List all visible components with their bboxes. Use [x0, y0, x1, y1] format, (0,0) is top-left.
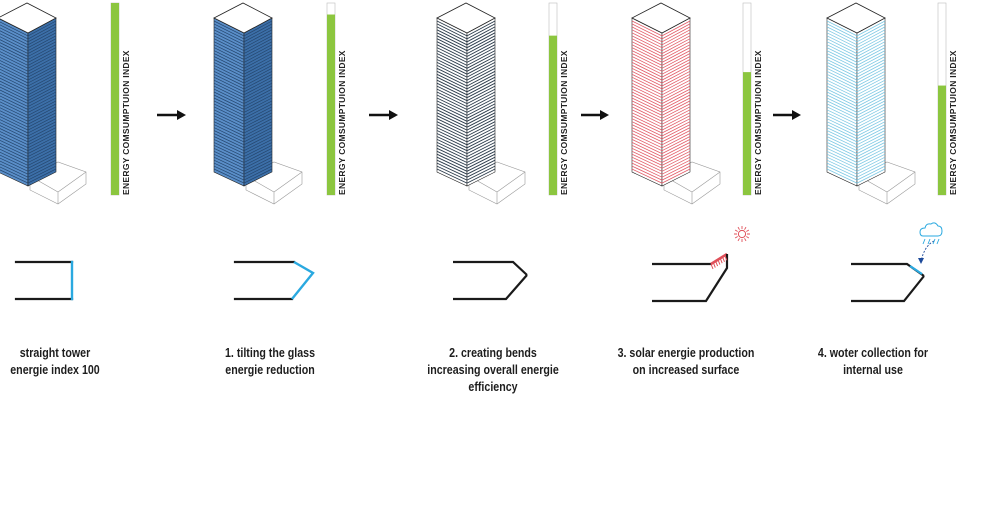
caption-line: internal use: [843, 362, 903, 377]
caption-creating-bends: 2. creating bends increasing overall ene…: [419, 344, 567, 395]
arrow-right-icon: [157, 110, 186, 120]
energy-bar-fill: [938, 85, 946, 195]
energy-index-label: ENERGY COMSUMPTUION INDEX: [753, 50, 763, 195]
caption-line: straight tower: [19, 345, 91, 360]
water-flow-head: [918, 258, 924, 264]
caption-solar-production: 3. solar energie production on increased…: [612, 344, 760, 378]
arrow-head: [177, 110, 186, 120]
tower-roof: [0, 2, 57, 34]
podium-edges: [29, 171, 87, 204]
caption-line: on increased surface: [632, 362, 740, 377]
arrows-row: [157, 110, 801, 120]
caption-line: 4. woter collection for: [817, 345, 929, 360]
rain-cloud-icon: [919, 222, 943, 245]
section-straight: [14, 260, 74, 301]
energy-index-label: ENERGY COMSUMPTUION INDEX: [121, 50, 131, 195]
section-solar: [652, 226, 750, 303]
solar-panel: [710, 252, 728, 266]
tower-roof: [436, 2, 496, 34]
section-tilted-glass: [233, 260, 315, 301]
caption-straight-tower: straight tower energie index 100: [0, 344, 129, 378]
caption-water-collection: 4. woter collection for internal use: [799, 344, 947, 378]
floor-lines-right: [661, 20, 691, 184]
section-bottom-slab: [453, 274, 528, 301]
tower-roof: [826, 2, 886, 34]
tower-group: ENERGY COMSUMPTUION INDEX: [826, 2, 958, 205]
arrow-head: [389, 110, 398, 120]
arrow-right-icon: [369, 110, 398, 120]
section-top-slab: [453, 260, 528, 276]
floor-lines-left: [213, 20, 245, 184]
energy-index-label: ENERGY COMSUMPTUION INDEX: [948, 50, 958, 195]
floor-lines-left: [436, 20, 468, 184]
floor-lines-left: [826, 20, 858, 184]
energy-index-label: ENERGY COMSUMPTUION INDEX: [337, 50, 347, 195]
podium-edges: [468, 171, 526, 204]
floor-lines-right: [27, 20, 57, 184]
sun-rays: [734, 226, 750, 242]
energy-bar-fill: [111, 3, 119, 195]
energy-index-label: ENERGY COMSUMPTUION INDEX: [559, 50, 569, 195]
energy-bar-fill: [743, 72, 751, 195]
arrow-right-icon: [581, 110, 609, 120]
section-bent: [453, 260, 528, 301]
tower-group: ENERGY COMSUMPTUION INDEX: [213, 2, 347, 205]
floor-lines-right: [243, 20, 273, 184]
solar-hatch: [710, 255, 728, 270]
water-flow-arrow: [920, 240, 935, 263]
podium-edges: [245, 171, 303, 204]
caption-tilting-glass: 1. tilting the glass energie reduction: [196, 344, 344, 378]
sun-core: [737, 229, 747, 239]
arrow-head: [600, 110, 609, 120]
tower-group: ENERGY COMSUMPTUION INDEX: [436, 2, 569, 205]
tower-group: ENERGY COMSUMPTUION INDEX: [631, 2, 763, 205]
section-bottom-slab: [851, 275, 925, 303]
section-top-slab: [851, 262, 925, 277]
section-water: [851, 222, 943, 303]
tower-group: ENERGY COMSUMPTUION INDEX: [0, 2, 131, 205]
floor-lines-left: [631, 20, 663, 184]
caption-line: 3. solar energie production: [617, 345, 755, 360]
caption-line: 1. tilting the glass: [224, 345, 316, 360]
arrow-right-icon: [773, 110, 801, 120]
rain-drops: [922, 238, 940, 245]
caption-line: energie index 100: [10, 362, 100, 377]
section-bottom-slab: [652, 254, 729, 303]
sun-icon: [734, 226, 750, 242]
floor-lines-left: [0, 21, 29, 184]
floor-lines-right: [856, 20, 886, 184]
towers-row: ENERGY COMSUMPTUION INDEX ENERGY COMSUMPT…: [0, 2, 958, 205]
caption-line: efficiency: [468, 379, 518, 394]
tower-roof: [631, 2, 691, 34]
podium-edges: [858, 171, 916, 204]
podium-edges: [663, 171, 721, 204]
sections-row: [14, 222, 943, 303]
floor-lines-right: [466, 20, 496, 184]
energy-bar-fill: [327, 14, 335, 195]
caption-line: increasing overall energie: [427, 362, 559, 377]
arrow-head: [792, 110, 801, 120]
water-gutter: [909, 265, 923, 275]
caption-line: energie reduction: [225, 362, 315, 377]
energy-bar-fill: [549, 35, 557, 195]
cloud-shape: [919, 222, 943, 237]
section-glass: [291, 260, 315, 300]
caption-line: 2. creating bends: [449, 345, 537, 360]
tower-roof: [213, 2, 273, 34]
